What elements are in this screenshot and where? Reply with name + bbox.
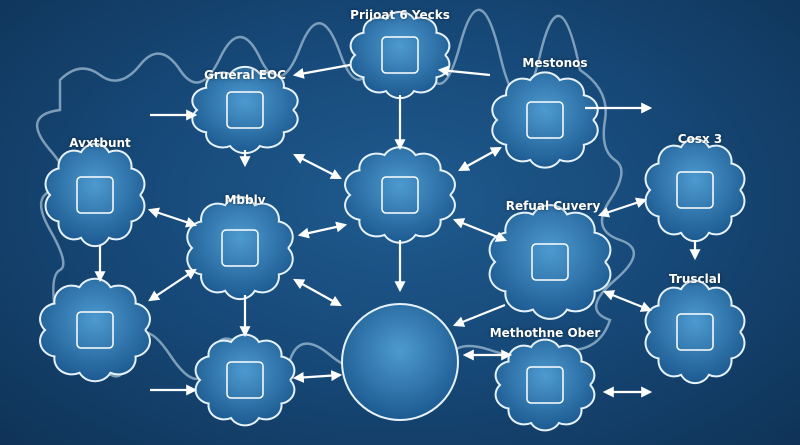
connector-arrow <box>597 197 648 218</box>
title-label: Prijoat 6 Yecks <box>350 8 450 22</box>
node-icon-recovery <box>531 243 569 281</box>
node-icon-left-bottom <box>76 311 114 349</box>
cloud-node-left-bottom <box>39 277 151 383</box>
node-icon-trust <box>676 313 714 351</box>
node-icon-project <box>381 36 419 74</box>
node-icon-mobility <box>221 229 259 267</box>
cloud-node-lower-mid <box>194 333 296 427</box>
connector-arrow <box>452 303 506 327</box>
node-label-account: Avxtbunt <box>69 136 131 150</box>
node-label-method: Methothne Ober <box>489 326 601 340</box>
cloud-node-project <box>349 10 451 100</box>
cloud-node-recovery <box>488 204 612 320</box>
node-icon-milestones <box>526 101 564 139</box>
connector-arrow <box>292 63 351 79</box>
node-icon-center <box>381 176 419 214</box>
node-icon-cost <box>676 171 714 209</box>
node-label-general: Grueral EOC <box>204 68 286 82</box>
node-label-recovery: Refual Cuvery <box>505 199 601 213</box>
connector-arrow <box>293 153 342 180</box>
node-icon-general <box>226 91 264 129</box>
node-label-mobility: Mbblv <box>224 193 266 207</box>
cloud-node-account <box>44 142 146 248</box>
cloud-node-milestones <box>491 71 599 169</box>
node-label-cost: Cosx 3 <box>677 132 723 146</box>
cloud-node-mobility <box>186 195 294 301</box>
connector-arrow <box>458 146 502 172</box>
connector-arrow <box>292 370 343 383</box>
connector-arrow <box>602 290 653 312</box>
connector-arrow <box>293 278 342 307</box>
connector-arrow <box>452 218 508 242</box>
cloud-node-center <box>344 146 456 244</box>
node-label-trust: Trusclal <box>669 272 721 286</box>
hub-node-bottom <box>341 303 459 421</box>
cloud-node-trust <box>644 279 746 385</box>
cloud-node-method <box>494 338 596 432</box>
cloud-node-cost <box>644 137 746 243</box>
connector-arrow <box>297 221 348 239</box>
node-icon-method <box>526 366 564 404</box>
connector-arrow <box>147 207 198 228</box>
node-label-milestones: Mestonos <box>522 56 588 70</box>
connector-arrow <box>437 65 491 77</box>
node-icon-account <box>76 176 114 214</box>
node-icon-lower-mid <box>226 361 264 399</box>
connector-arrow <box>148 268 197 302</box>
